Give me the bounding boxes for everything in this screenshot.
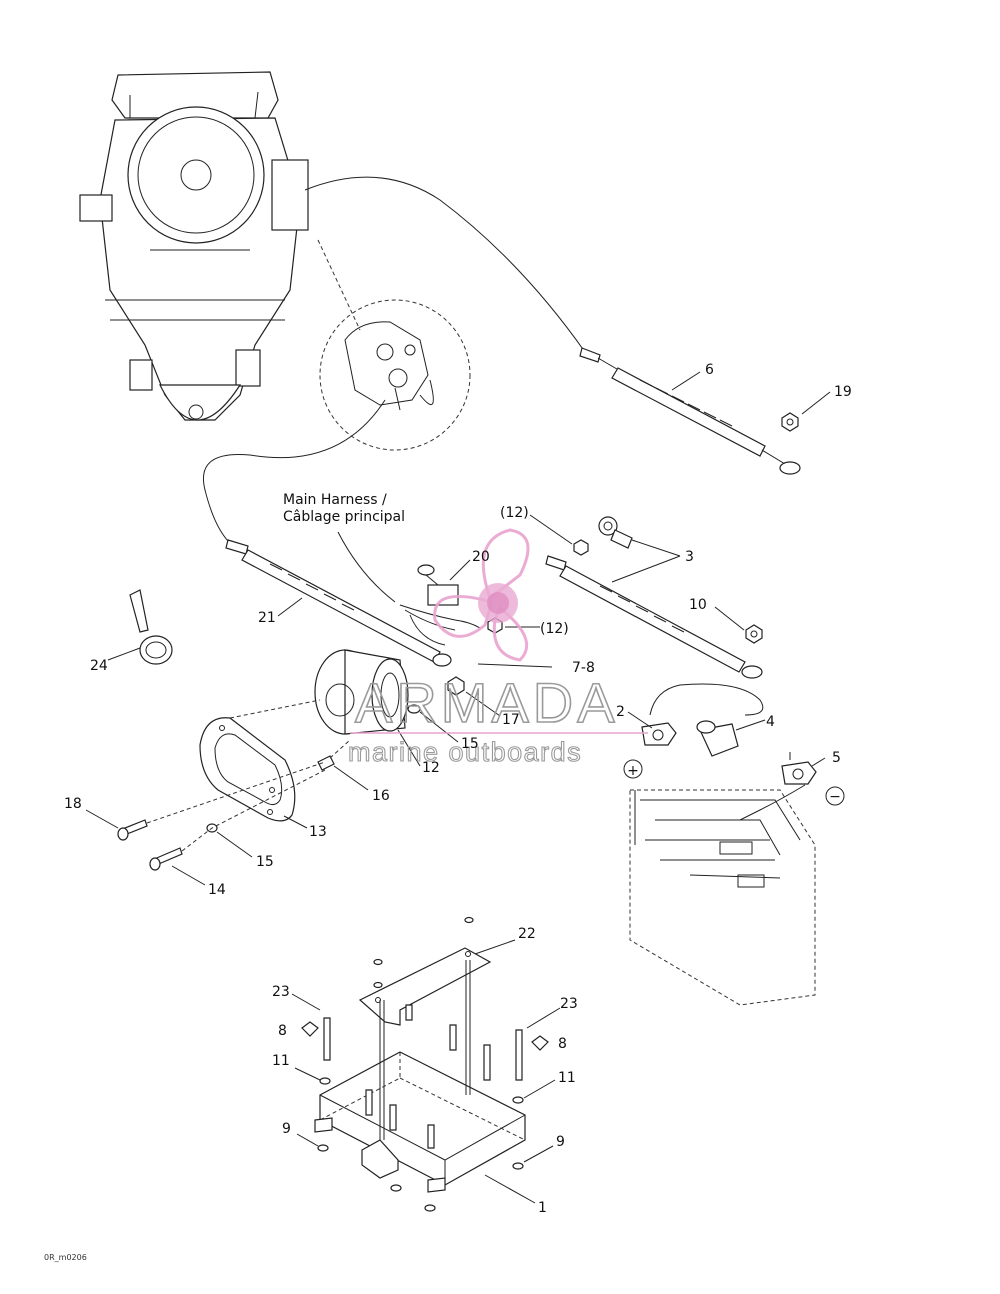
callout-14: 14 bbox=[208, 882, 226, 898]
callout-15-upper: 15 bbox=[461, 736, 479, 752]
callout-10: 10 bbox=[689, 597, 707, 613]
part-connector-20 bbox=[417, 564, 459, 606]
callout-18: 18 bbox=[64, 796, 82, 812]
callout-22: 22 bbox=[518, 926, 536, 942]
negative-symbol: − bbox=[829, 789, 841, 805]
callout-12-upper: (12) bbox=[500, 505, 529, 521]
part-screw-14 bbox=[149, 847, 183, 871]
watermark-title: ARMADA bbox=[355, 671, 619, 734]
callout-21: 21 bbox=[258, 610, 276, 626]
drawing-code: 0R_m0206 bbox=[44, 1253, 87, 1262]
part-nut-19 bbox=[781, 412, 799, 432]
callout-4: 4 bbox=[766, 714, 775, 730]
callout-16: 16 bbox=[372, 788, 390, 804]
callout-15-lower: 15 bbox=[256, 854, 274, 870]
positive-symbol: + bbox=[627, 763, 639, 779]
callout-19: 19 bbox=[834, 384, 852, 400]
part-nut-12-upper bbox=[573, 539, 589, 556]
part-boot-4 bbox=[696, 720, 739, 757]
callout-8-right: 8 bbox=[558, 1036, 567, 1052]
callout-1: 1 bbox=[538, 1200, 547, 1216]
watermark-logo bbox=[433, 528, 530, 662]
part-spacer-16 bbox=[317, 755, 335, 771]
callout-6: 6 bbox=[705, 362, 714, 378]
callout-7-8: 7-8 bbox=[572, 660, 595, 676]
starter-solenoid bbox=[314, 649, 409, 735]
callout-labels: 6 19 (12) 3 20 (12) 10 21 24 7-8 2 4 17 … bbox=[64, 362, 852, 1216]
callout-17: 17 bbox=[502, 712, 520, 728]
starter-lead-wire bbox=[203, 399, 386, 546]
battery bbox=[629, 789, 816, 1006]
callout-9-left: 9 bbox=[282, 1121, 291, 1137]
starter-detail-view bbox=[317, 239, 471, 451]
callout-24: 24 bbox=[90, 658, 108, 674]
callout-5: 5 bbox=[832, 750, 841, 766]
part-strap-24 bbox=[129, 589, 173, 665]
callout-23-right: 23 bbox=[560, 996, 578, 1012]
positive-lead-wire bbox=[304, 176, 586, 353]
positive-symbol-circle bbox=[623, 759, 643, 779]
part-cable-3 bbox=[545, 555, 763, 679]
part-clamp-2 bbox=[641, 722, 677, 746]
main-harness-wires bbox=[399, 604, 481, 646]
battery-tray-assembly bbox=[301, 916, 549, 1212]
callout-12-lower: (12) bbox=[540, 621, 569, 637]
callout-11-right: 11 bbox=[558, 1070, 576, 1086]
part-terminal-3 bbox=[598, 516, 633, 549]
callout-8-left: 8 bbox=[278, 1023, 287, 1039]
callout-2: 2 bbox=[616, 704, 625, 720]
harness-label-en: Main Harness / bbox=[283, 492, 387, 508]
harness-label-fr: Câblage principal bbox=[283, 509, 405, 525]
leader-lines bbox=[85, 371, 831, 1204]
callout-9-right: 9 bbox=[556, 1134, 565, 1150]
part-plate-13 bbox=[199, 717, 296, 822]
part-screw-18 bbox=[117, 819, 148, 841]
part-washer-15-upper bbox=[407, 704, 421, 714]
callout-23-left: 23 bbox=[272, 984, 290, 1000]
part-nut-10 bbox=[745, 624, 763, 644]
negative-symbol-circle bbox=[825, 786, 845, 806]
part-nut-17 bbox=[447, 676, 465, 696]
ground-wire bbox=[739, 784, 806, 821]
engine-illustration bbox=[79, 71, 309, 421]
callout-3: 3 bbox=[685, 549, 694, 565]
assembly-guide-lines bbox=[146, 699, 351, 852]
callout-20: 20 bbox=[472, 549, 490, 565]
callout-13: 13 bbox=[309, 824, 327, 840]
watermark-subtitle: marine outboards bbox=[348, 737, 582, 767]
part-clamp-5 bbox=[781, 752, 817, 785]
callout-11-left: 11 bbox=[272, 1053, 290, 1069]
part-cable-21 bbox=[225, 539, 452, 667]
part-cable-6 bbox=[579, 347, 801, 475]
battery-wire bbox=[649, 683, 764, 716]
callout-12: 12 bbox=[422, 760, 440, 776]
